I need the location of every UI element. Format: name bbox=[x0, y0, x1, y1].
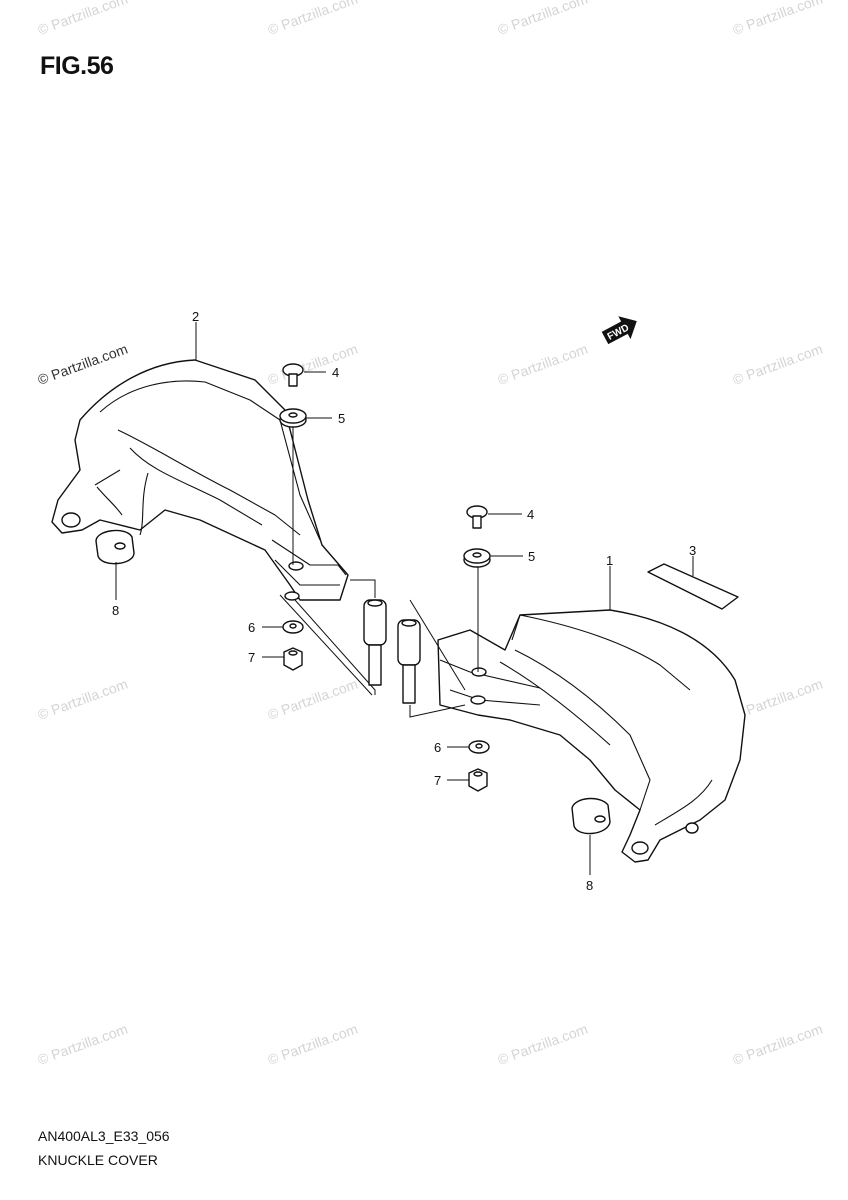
bushing-icon bbox=[95, 529, 135, 565]
nut-icon bbox=[468, 768, 488, 792]
diagram-code: AN400AL3_E33_056 bbox=[38, 1128, 170, 1144]
watermark: © Partzilla.com bbox=[36, 1021, 130, 1068]
grommet-icon bbox=[463, 548, 491, 568]
callout-5-left: 5 bbox=[338, 411, 345, 426]
watermark: © Partzilla.com bbox=[36, 676, 130, 723]
callout-7-left: 7 bbox=[248, 650, 255, 665]
knuckle-cover-right bbox=[437, 609, 746, 863]
callout-2: 2 bbox=[192, 309, 199, 324]
callout-8-left: 8 bbox=[112, 603, 119, 618]
watermark: © Partzilla.com bbox=[36, 341, 130, 388]
bolt-left bbox=[363, 599, 387, 686]
callout-4-left: 4 bbox=[332, 365, 339, 380]
washer-icon bbox=[282, 620, 304, 634]
watermark-layer: © Partzilla.com © Partzilla.com © Partzi… bbox=[36, 0, 825, 1068]
forward-arrow-icon: FWD bbox=[601, 316, 637, 345]
washer-icon bbox=[468, 740, 490, 754]
grommet-icon bbox=[279, 408, 307, 428]
watermark: © Partzilla.com bbox=[731, 341, 825, 388]
callout-4-right: 4 bbox=[527, 507, 534, 522]
callout-7-right: 7 bbox=[434, 773, 441, 788]
figure-title: FIG.56 bbox=[40, 52, 114, 80]
screw-icon bbox=[282, 363, 304, 387]
screw-icon bbox=[466, 505, 488, 529]
watermark: © Partzilla.com bbox=[496, 341, 590, 388]
watermark: © Partzilla.com bbox=[266, 0, 360, 38]
diagram-name: KNUCKLE COVER bbox=[38, 1152, 158, 1168]
label-sticker bbox=[647, 563, 739, 610]
callout-leaders bbox=[115, 322, 694, 875]
bushing-icon bbox=[571, 797, 611, 835]
watermark: © Partzilla.com bbox=[496, 0, 590, 38]
callout-3: 3 bbox=[689, 543, 696, 558]
assembly-lines bbox=[279, 424, 479, 718]
knuckle-cover-left bbox=[51, 359, 349, 601]
callout-8-right: 8 bbox=[586, 878, 593, 893]
bolt-right bbox=[397, 619, 421, 704]
callout-1: 1 bbox=[606, 553, 613, 568]
fwd-label: FWD bbox=[606, 322, 631, 342]
watermark: © Partzilla.com bbox=[266, 1021, 360, 1068]
callout-5-right: 5 bbox=[528, 549, 535, 564]
watermark: © Partzilla.com bbox=[266, 341, 360, 388]
watermark: © Partzilla.com bbox=[496, 1021, 590, 1068]
watermark: © Partzilla.com bbox=[731, 1021, 825, 1068]
watermark: © Partzilla.com bbox=[266, 676, 360, 723]
callout-6-right: 6 bbox=[434, 740, 441, 755]
watermark: © Partzilla.com bbox=[731, 0, 825, 38]
nut-icon bbox=[283, 647, 303, 671]
callout-6-left: 6 bbox=[248, 620, 255, 635]
watermark: © Partzilla.com bbox=[36, 0, 130, 38]
